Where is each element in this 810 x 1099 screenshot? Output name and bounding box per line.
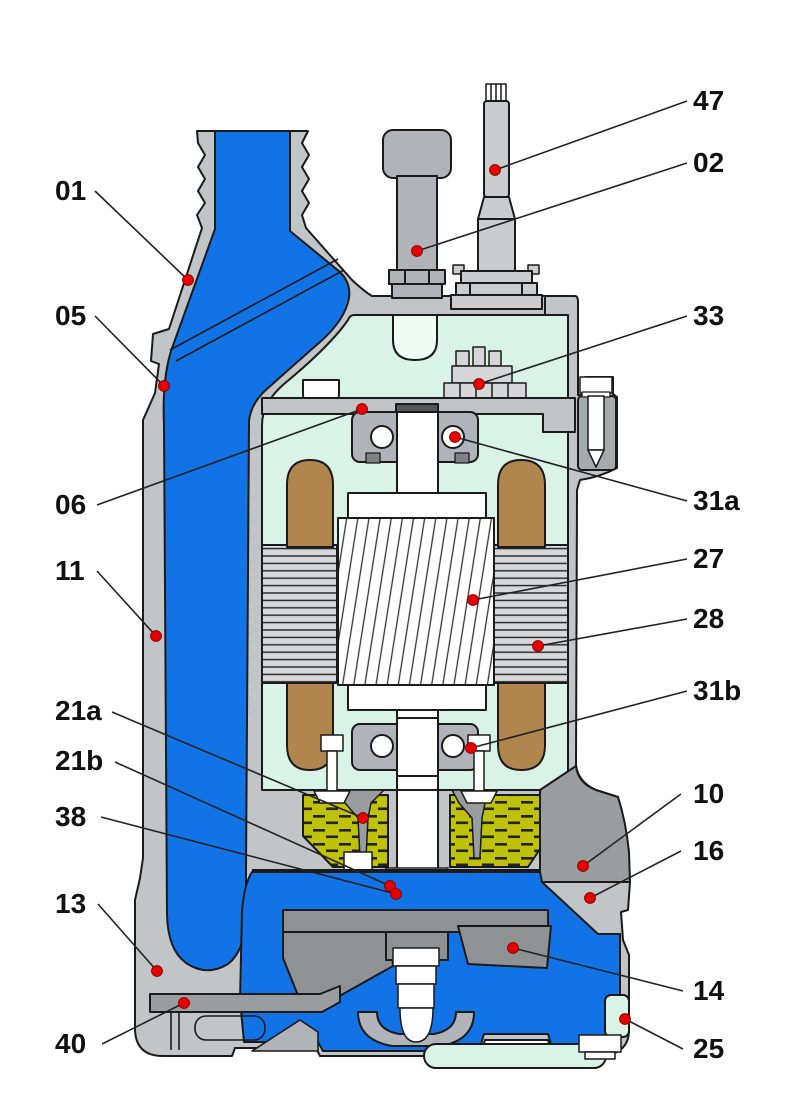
part-label-31a: 31a [693,485,740,516]
leader-lines [94,100,688,1050]
carry-handle [382,129,452,299]
part-label-11: 11 [55,555,85,586]
lower-bearing [351,717,479,777]
part-label-21a: 21a [55,695,102,726]
callout-dots [150,164,631,1025]
callouts: 01 05 06 11 21a 21b 38 13 40 47 02 33 31… [55,85,741,1064]
dot-13 [151,965,163,977]
part-label-06: 06 [55,489,86,520]
part-label-31b: 31b [693,675,741,706]
dot-40 [178,997,190,1009]
dot-10 [577,860,589,872]
dot-21a [357,812,369,824]
thermal-protector [443,346,527,401]
dot-31b [465,742,477,754]
part-label-27: 27 [693,543,724,574]
power-cable [450,83,543,310]
part-label-40: 40 [55,1028,86,1059]
dot-11 [150,630,162,642]
dot-21b [384,880,396,892]
dot-27 [467,594,479,606]
stator-core-right [493,544,569,684]
casing-bolt-right [577,376,617,471]
callout-labels: 01 05 06 11 21a 21b 38 13 40 47 02 33 31… [55,85,741,1064]
winding-lower-right [497,682,546,771]
bearing-bracket [261,397,576,463]
part-label-21b: 21b [55,745,103,776]
part-label-47: 47 [693,85,724,116]
part-label-38: 38 [55,801,86,832]
winding-lower-left [286,682,334,771]
dot-47 [489,164,501,176]
winding-upper-right [497,459,546,548]
discharge-water [162,130,351,972]
funnel-joint-line [169,258,339,351]
part-label-02: 02 [693,147,724,178]
casing-wedge [539,765,631,883]
dot-28 [532,640,544,652]
part-label-13: 13 [55,888,86,919]
part-label-01: 01 [55,175,86,206]
funnel-joint-line [175,269,345,362]
suction-strainer [170,1012,319,1052]
part-label-10: 10 [693,778,724,809]
dot-25 [619,1013,631,1025]
dot-38 [390,888,402,900]
part-label-14: 14 [693,975,725,1006]
suction-bell [357,1011,475,1047]
part-label-25: 25 [693,1033,724,1064]
dot-31a [449,431,461,443]
dot-06 [356,403,368,415]
part-label-05: 05 [55,300,86,331]
part-label-28: 28 [693,603,724,634]
cover-dome-cutout [392,314,438,361]
bottom-plate [149,985,341,1013]
dot-01 [182,274,194,286]
dot-16 [584,892,596,904]
part-label-16: 16 [693,835,724,866]
dot-33 [473,378,485,390]
winding-upper-left [286,459,334,548]
base-bolt [578,1034,622,1060]
dot-14 [507,942,519,954]
part-label-33: 33 [693,300,724,331]
stator-core-left [261,544,338,684]
impeller-nut [392,947,440,1043]
dot-02 [411,245,423,257]
dot-05 [158,380,170,392]
